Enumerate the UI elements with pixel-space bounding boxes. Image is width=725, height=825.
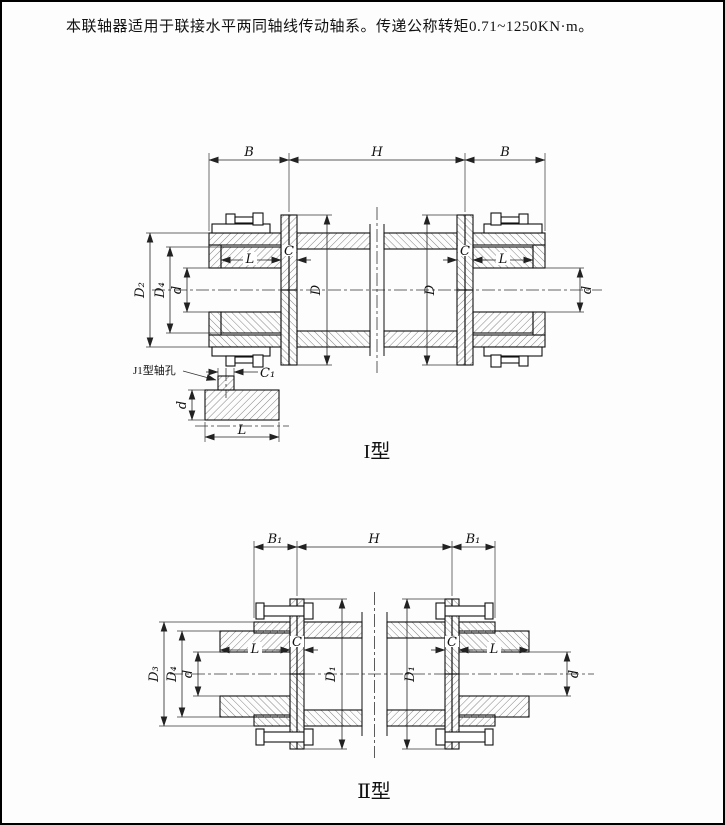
dim-label-d-right: d	[580, 286, 595, 294]
dim-label-C-right: C	[447, 635, 457, 650]
dim-label-D4: D₄	[165, 666, 180, 683]
dim-label-d-left: d	[170, 286, 185, 294]
dim-label-d-left: d	[181, 670, 196, 678]
figure-type-I: B H B D₂ D₄ d	[133, 145, 602, 463]
dim-label-D2: D₂	[133, 282, 148, 299]
dim-label-C-left: C	[284, 244, 294, 259]
dim-label-detail-d: d	[175, 401, 190, 409]
detail-j1-bore: C₁ J1型轴孔 L d	[133, 363, 289, 442]
dim-label-B-right: B	[499, 145, 510, 160]
caption-type-I: I型	[364, 440, 391, 463]
dim-label-D1-left: D₁	[324, 666, 339, 683]
dimension-right-bore: d	[545, 267, 595, 313]
dimension-right-bore: d	[529, 651, 582, 697]
dim-label-H: H	[370, 145, 383, 160]
dim-label-H: H	[367, 532, 380, 547]
dim-label-D4: D₄	[153, 282, 168, 299]
dim-label-C1: C₁	[260, 366, 275, 381]
dim-label-B-left: B	[243, 145, 254, 160]
detail-callout-label: J1型轴孔	[133, 363, 176, 377]
dim-label-d-right: d	[567, 670, 582, 678]
dim-label-L-right: L	[498, 252, 508, 267]
dimension-left-diameters: D₂ D₄ d	[133, 232, 221, 348]
figure-type-II: B₁ H B₁ D₃ D₄ d	[147, 532, 594, 803]
dim-label-D-right: D	[423, 284, 438, 296]
dim-label-detail-L: L	[237, 423, 247, 438]
dim-label-L-right: L	[489, 642, 499, 657]
dimension-left-diameters: D₃ D₄ d	[147, 621, 254, 727]
dim-label-D1-right: D₁	[403, 666, 418, 683]
dimension-inner: L C D₁ D₁ C L	[219, 598, 530, 750]
dim-label-D-left: D	[309, 284, 324, 296]
dimension-top-row: B H B	[208, 145, 546, 231]
dim-label-D3: D₃	[147, 666, 162, 683]
dim-label-B1-right: B₁	[465, 532, 481, 547]
caption-type-II: Ⅱ型	[357, 780, 391, 803]
dimension-inner: L C D D C L	[220, 214, 534, 366]
description-text: 本联轴器适用于联接水平两同轴线传动轴系。传递公称转矩0.71~1250KN·m。	[66, 19, 594, 35]
dim-label-C-right: C	[460, 244, 470, 259]
dimension-top-row: B₁ H B₁	[253, 532, 496, 618]
dim-label-L-left: L	[245, 252, 255, 267]
dim-label-L-left: L	[250, 642, 260, 657]
dim-label-B1-left: B₁	[267, 532, 283, 547]
dim-label-C-left: C	[292, 635, 302, 650]
